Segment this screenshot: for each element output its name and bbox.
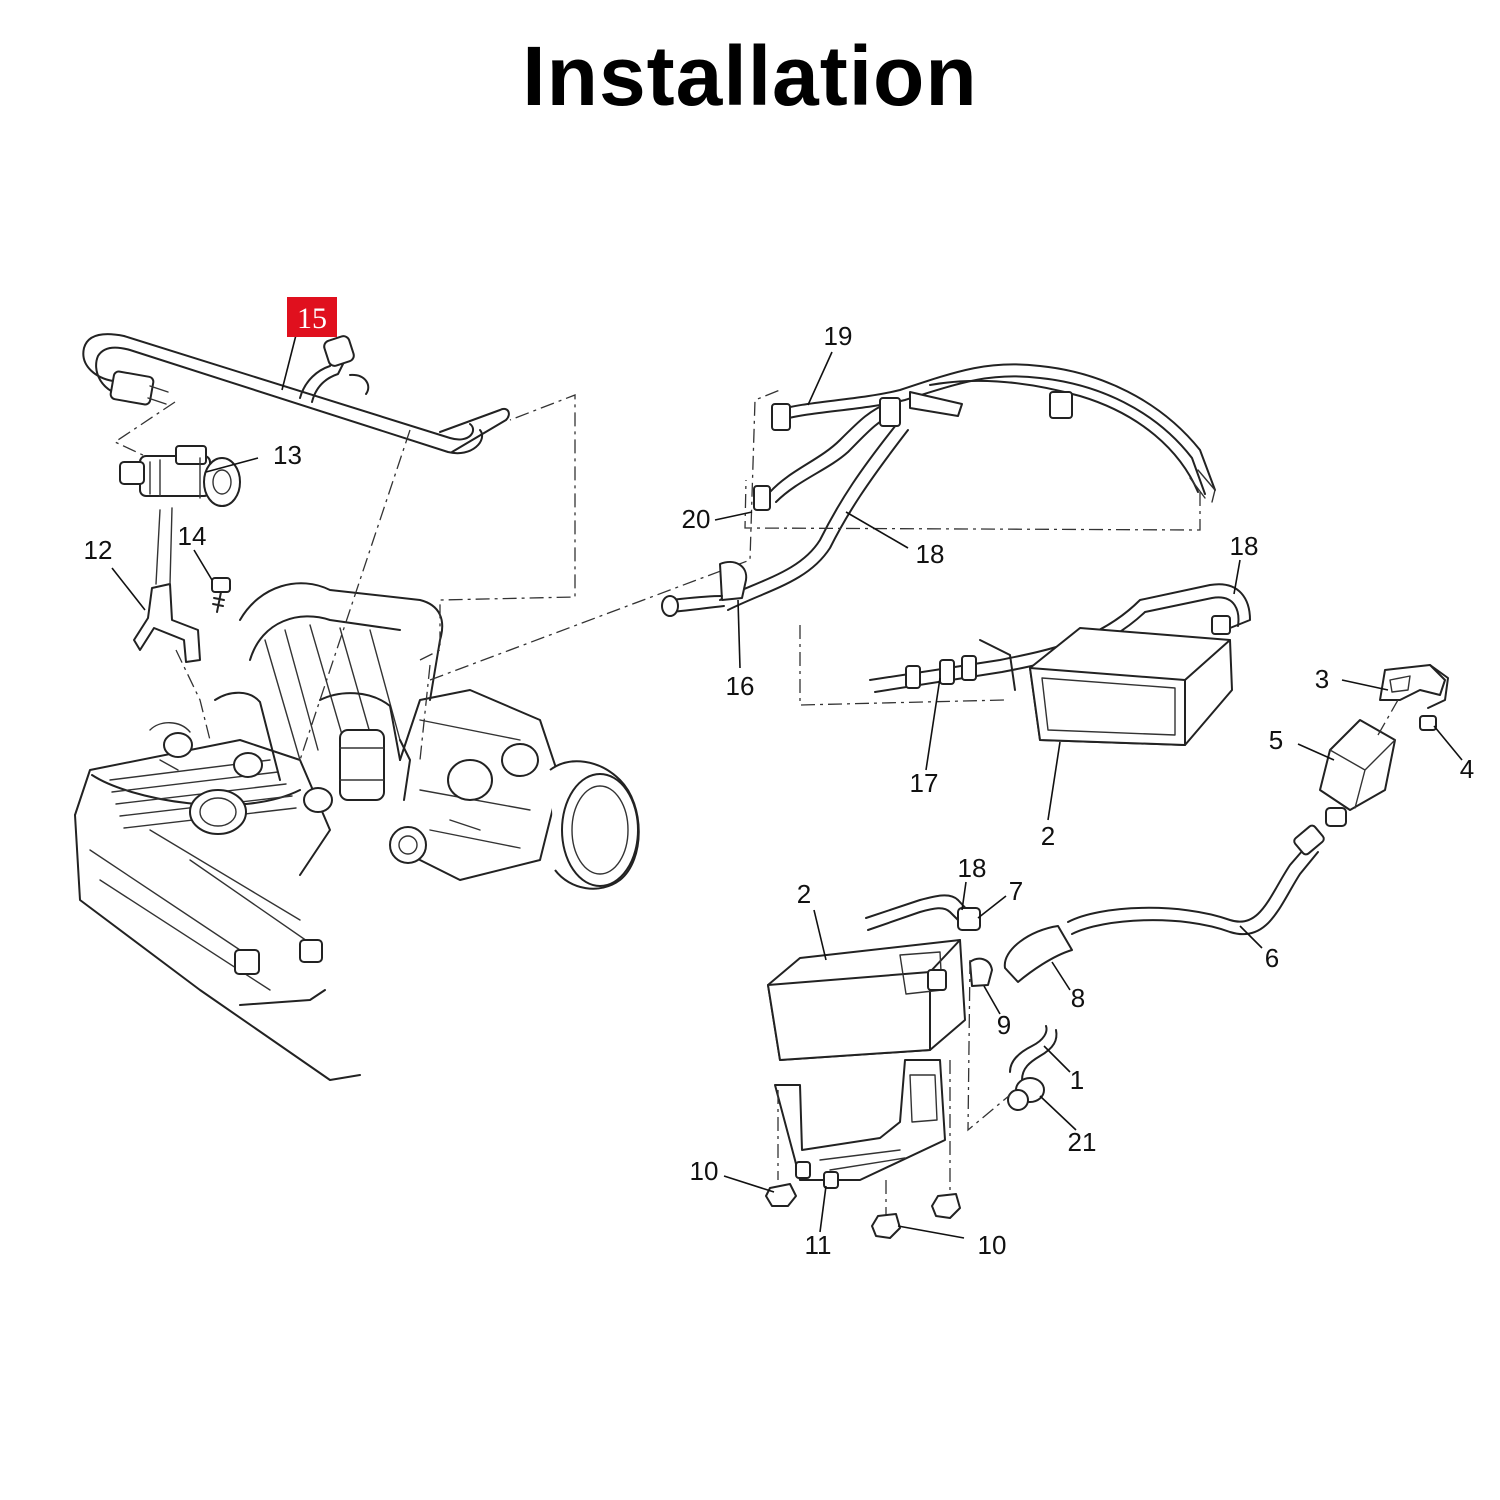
callout-15-highlight (287, 297, 337, 337)
callout-5: 5 (1269, 725, 1283, 755)
callout-20: 20 (682, 504, 711, 534)
callout-6: 6 (1265, 943, 1279, 973)
callout-18c: 18 (958, 853, 987, 883)
callout-12: 12 (84, 535, 113, 565)
callout-8: 8 (1071, 983, 1085, 1013)
part-12-bracket (133, 507, 201, 663)
callout-18a: 18 (916, 539, 945, 569)
callout-21: 21 (1068, 1127, 1097, 1157)
callout-1: 1 (1070, 1065, 1084, 1095)
engine-intake-assembly (74, 389, 781, 1081)
callout-19: 19 (824, 321, 853, 351)
callout-10b: 10 (978, 1230, 1007, 1260)
upper-canister-assembly (799, 583, 1251, 746)
upper-hose-harness (661, 363, 1216, 617)
callout-2b: 2 (797, 879, 811, 909)
part-13-solenoid (113, 401, 241, 507)
callout-18b: 18 (1230, 531, 1259, 561)
lower-canister-and-bracket (765, 939, 1011, 1239)
part-15-vacuum-hose (82, 333, 510, 455)
callout-17: 17 (910, 768, 939, 798)
callout-16: 16 (726, 671, 755, 701)
callout-13: 13 (273, 440, 302, 470)
callout-7: 7 (1009, 876, 1023, 906)
callout-4: 4 (1460, 754, 1474, 784)
callout-2a: 2 (1041, 821, 1055, 851)
vent-valve-bracket (1319, 664, 1449, 827)
lower-hoses (865, 824, 1325, 1111)
callout-11: 11 (805, 1230, 832, 1260)
leader-lines (111, 334, 1463, 1239)
part-14-bolt (211, 577, 231, 613)
svg-text:15: 15 (297, 302, 327, 335)
callout-10a: 10 (690, 1156, 719, 1186)
callout-9: 9 (997, 1010, 1011, 1040)
callout-14: 14 (178, 521, 207, 551)
page-title: Installation (522, 29, 978, 123)
callout-15: 15 (287, 297, 337, 337)
callout-3: 3 (1315, 664, 1329, 694)
